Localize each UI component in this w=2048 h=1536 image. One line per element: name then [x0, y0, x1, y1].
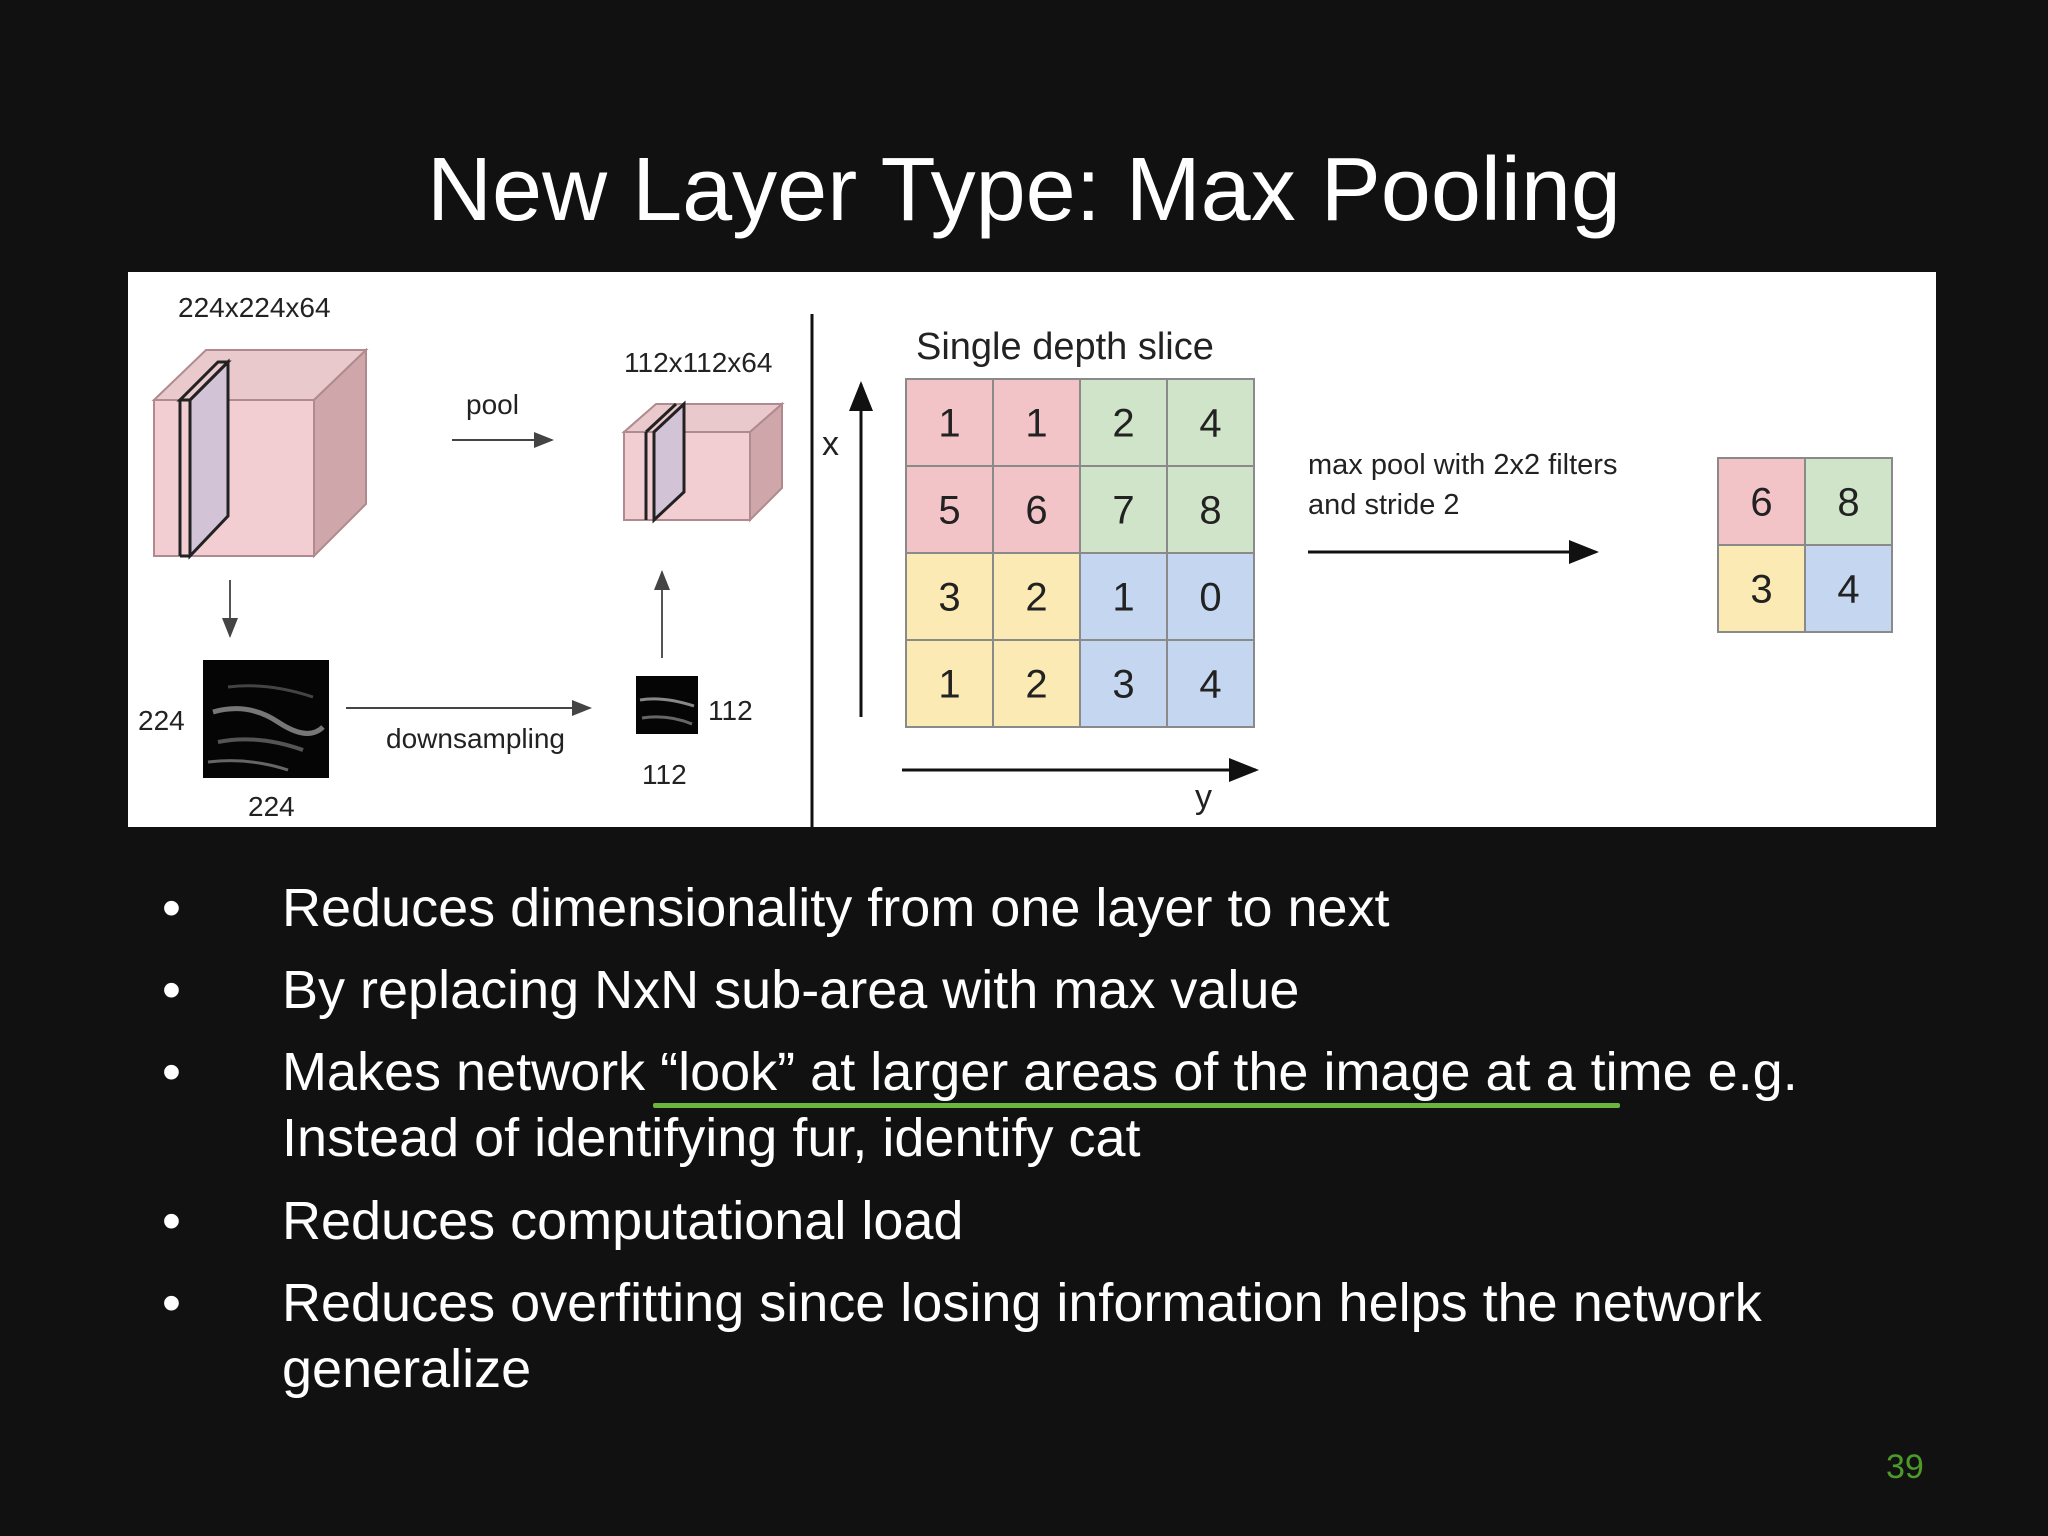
page-number: 39	[1886, 1448, 1924, 1486]
pooled-result-grid: 6 8 3 4	[1717, 457, 1893, 633]
grid-cell	[1166, 639, 1255, 728]
bullet-dot: •	[162, 1191, 181, 1251]
grid-value: 4	[1199, 402, 1221, 446]
bullet-text: Reduces dimensionality from one layer to…	[282, 878, 1390, 938]
grid-value: 5	[938, 489, 960, 533]
result-value: 8	[1837, 481, 1859, 525]
result-value: 3	[1750, 568, 1772, 612]
highlight-underline	[653, 1103, 1620, 1108]
grid-value: 3	[938, 576, 960, 620]
grid-value: 2	[1025, 576, 1047, 620]
grid-value: 1	[1112, 576, 1134, 620]
operation-label-line2: and stride 2	[1308, 489, 1460, 521]
result-value: 4	[1837, 568, 1859, 612]
grid-value: 1	[938, 663, 960, 707]
grid-cell	[1166, 465, 1255, 554]
axis-x-label: x	[822, 425, 839, 463]
bullet-text: By replacing NxN sub-area with max value	[282, 960, 1300, 1020]
image-in-side-label: 224	[138, 705, 185, 736]
result-cell	[1804, 457, 1893, 546]
grid-value: 6	[1025, 489, 1047, 533]
grid-cell	[1079, 552, 1168, 641]
grid-cell	[905, 378, 994, 467]
slice-title: Single depth slice	[916, 326, 1214, 368]
grid-value: 7	[1112, 489, 1134, 533]
pool-label: pool	[466, 389, 519, 420]
bullet-dot: •	[162, 878, 181, 938]
image-out-side-label: 112	[708, 695, 753, 726]
grid-value: 4	[1199, 663, 1221, 707]
grid-value: 1	[1025, 402, 1047, 446]
input-volume-cube	[151, 347, 369, 560]
depth-slice-grid: 1 1 2 4 5 6 7 8 3 2 1 0 1 2 3 4	[905, 378, 1255, 728]
grid-cell	[992, 552, 1081, 641]
slide-title: New Layer Type: Max Pooling	[427, 140, 1621, 240]
max-pooling-figure: 224x224x64 pool 112x112x64	[128, 272, 1936, 827]
grid-cell	[1166, 378, 1255, 467]
grid-value: 2	[1112, 402, 1134, 446]
bullet-text: Makes network “look” at larger areas of …	[282, 1042, 1798, 1102]
max-pooling-diagram: 224x224x64 pool 112x112x64	[138, 292, 1893, 827]
image-in-bottom-label: 224	[248, 791, 295, 822]
grid-value: 2	[1025, 663, 1047, 707]
bullet-text-continued: generalize	[282, 1339, 532, 1399]
grid-cell	[1166, 552, 1255, 641]
output-volume-cube	[621, 400, 785, 524]
grid-cell	[905, 639, 994, 728]
grid-value: 0	[1199, 576, 1221, 620]
output-image-thumbnail	[636, 676, 698, 734]
grid-value: 3	[1112, 663, 1134, 707]
result-value: 6	[1750, 481, 1772, 525]
volume-in-label: 224x224x64	[178, 292, 331, 323]
bullet-dot: •	[162, 1273, 181, 1333]
grid-cell	[992, 639, 1081, 728]
bullet-text: Reduces overfitting since losing informa…	[282, 1273, 1762, 1333]
result-cell	[1804, 544, 1893, 633]
grid-cell	[992, 378, 1081, 467]
result-cell	[1717, 544, 1806, 633]
bullet-text: Reduces computational load	[282, 1191, 964, 1251]
grid-cell	[905, 465, 994, 554]
grid-cell	[905, 552, 994, 641]
axis-y-label: y	[1195, 778, 1212, 816]
input-image-thumbnail	[203, 660, 329, 778]
bullet-dot: •	[162, 1042, 181, 1102]
grid-value: 8	[1199, 489, 1221, 533]
bullet-text-continued: Instead of identifying fur, identify cat	[282, 1108, 1141, 1168]
image-out-bottom-label: 112	[642, 759, 687, 790]
operation-label-line1: max pool with 2x2 filters	[1308, 449, 1617, 481]
volume-out-label: 112x112x64	[624, 347, 772, 378]
bullet-dot: •	[162, 960, 181, 1020]
downsampling-label: downsampling	[386, 723, 565, 754]
grid-value: 1	[938, 402, 960, 446]
